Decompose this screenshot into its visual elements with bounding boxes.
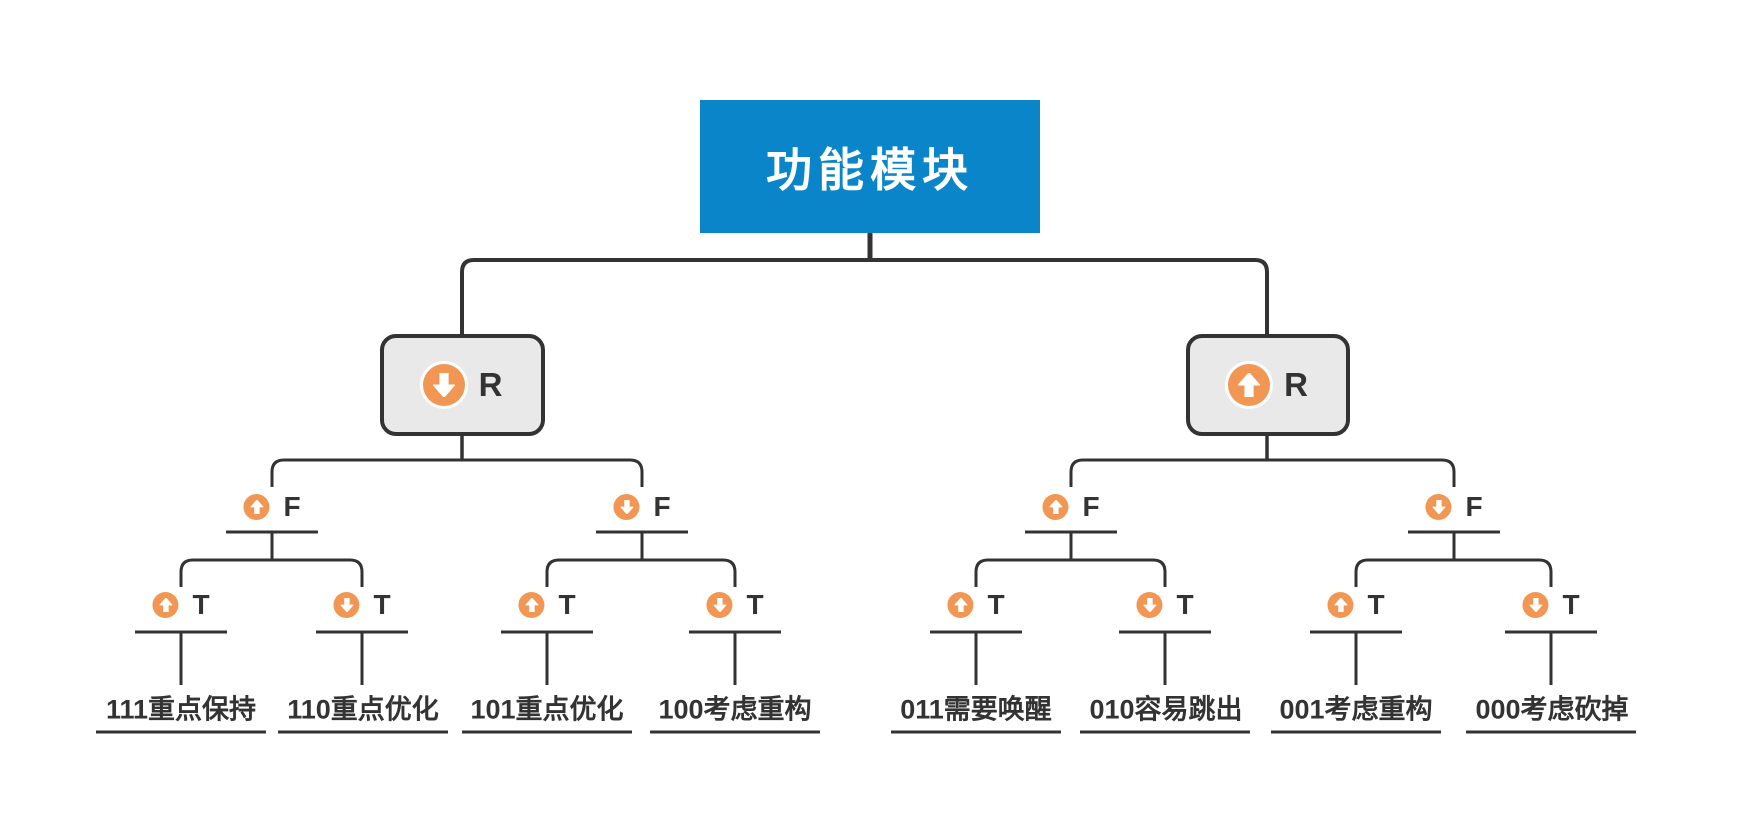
arrow-down-icon — [1136, 592, 1163, 618]
arrow-up-icon — [947, 592, 974, 618]
leaf-node-010[interactable]: 010容易跳出 — [1089, 694, 1243, 725]
arrow-up-icon — [1327, 592, 1354, 618]
t-node-1[interactable]: T — [152, 589, 210, 621]
arrow-down-icon — [1425, 494, 1452, 520]
leaf-node-100[interactable]: 100考虑重构 — [658, 694, 812, 725]
t-node-label: T — [1562, 589, 1580, 620]
r-node-label: R — [478, 366, 503, 403]
branch-node-r-left[interactable]: R — [380, 334, 545, 436]
arrow-down-icon — [1522, 592, 1549, 618]
branch-node-r-right[interactable]: R — [1186, 334, 1350, 436]
f-node-label: F — [1082, 491, 1100, 522]
t-node-8[interactable]: T — [1522, 589, 1580, 621]
arrow-down-icon — [333, 592, 360, 618]
t-node-label: T — [373, 589, 391, 620]
t-node-label: T — [558, 589, 576, 620]
leaf-node-011[interactable]: 011需要唤醒 — [900, 694, 1052, 725]
t-node-5[interactable]: T — [947, 589, 1005, 621]
leaf-node-001[interactable]: 001考虑重构 — [1279, 694, 1433, 725]
arrow-up-icon — [152, 592, 179, 618]
t-node-label: T — [192, 589, 210, 620]
f-node-label: F — [1465, 491, 1483, 522]
arrow-down-icon — [422, 364, 465, 406]
f-node-4[interactable]: F — [1425, 491, 1483, 523]
arrow-up-icon — [518, 592, 545, 618]
f-node-label: F — [653, 491, 671, 522]
f-node-3[interactable]: F — [1042, 491, 1100, 523]
t-node-label: T — [1367, 589, 1385, 620]
t-node-label: T — [746, 589, 764, 620]
t-node-3[interactable]: T — [518, 589, 576, 621]
root-topic-node[interactable]: 功能模块 — [700, 100, 1040, 233]
t-node-label: T — [1176, 589, 1194, 620]
arrow-up-icon — [1228, 364, 1271, 406]
leaf-node-110[interactable]: 110重点优化 — [287, 694, 439, 725]
t-node-label: T — [987, 589, 1005, 620]
leaf-node-101[interactable]: 101重点优化 — [470, 694, 624, 725]
r-node-label: R — [1284, 366, 1308, 403]
t-node-6[interactable]: T — [1136, 589, 1194, 621]
arrow-down-icon — [613, 494, 640, 520]
t-node-7[interactable]: T — [1327, 589, 1385, 621]
arrow-up-icon — [243, 494, 270, 520]
leaf-node-000[interactable]: 000考虑砍掉 — [1475, 694, 1629, 725]
f-node-2[interactable]: F — [613, 491, 671, 523]
arrow-down-icon — [706, 592, 733, 618]
arrow-up-icon — [1042, 494, 1069, 520]
t-node-2[interactable]: T — [333, 589, 391, 621]
f-node-1[interactable]: F — [243, 491, 301, 523]
leaf-node-111[interactable]: 111重点保持 — [105, 694, 257, 725]
t-node-4[interactable]: T — [706, 589, 764, 621]
root-topic-label: 功能模块 — [766, 143, 974, 196]
f-node-label: F — [283, 491, 301, 522]
